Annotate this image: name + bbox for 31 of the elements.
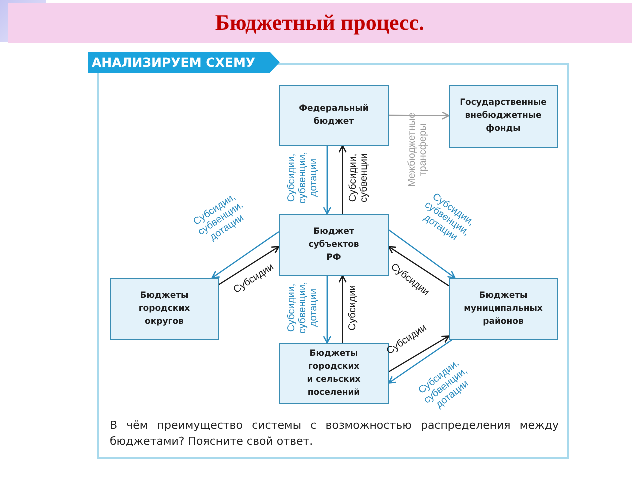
budget-box: [449, 278, 558, 340]
arrow: [323, 146, 332, 215]
budget-name: Федеральный бюджет: [298, 102, 370, 128]
arrow: [389, 112, 450, 120]
arrow: [323, 276, 332, 344]
section-tab: АНАЛИЗИРУЕМ СХЕМУ: [88, 52, 280, 73]
slide-title: Бюджетный процесс.: [8, 3, 632, 43]
edge-label: Субсидии, субвенции, дотации: [286, 152, 320, 204]
budget-name: Бюджеты муниципальных районов: [463, 290, 544, 328]
arrow: [212, 231, 280, 279]
budget-name: Бюджеты городских и сельских поселений: [306, 348, 362, 400]
budget-name: Бюджеты городских округов: [138, 290, 192, 328]
edge-label: Субсидии, субвенции: [348, 154, 370, 202]
edge-label: Межбюджетные трансферы: [407, 112, 429, 188]
arrow: [388, 340, 453, 384]
budget-name: Государственные внебюджетные фонды: [459, 97, 548, 136]
budget-box: [279, 214, 389, 276]
budget-box: [449, 85, 558, 148]
edge-label: Субсидии, субвенции, дотации: [286, 282, 320, 334]
budget-name: Бюджет субъектов РФ: [308, 226, 360, 264]
edge-label: Субсидии: [348, 285, 358, 331]
budget-box: [279, 85, 389, 146]
arrow: [338, 275, 347, 343]
arrow: [388, 336, 450, 372]
arrow: [388, 230, 456, 279]
question-text: В чём преимущество системы с возможностью распределения между бюджетами? Поясните свой ответ.: [110, 418, 559, 450]
arrow: [388, 246, 450, 287]
budget-box: [279, 343, 389, 404]
arrow: [338, 145, 347, 214]
budget-box: [110, 278, 219, 340]
arrow: [218, 246, 280, 286]
